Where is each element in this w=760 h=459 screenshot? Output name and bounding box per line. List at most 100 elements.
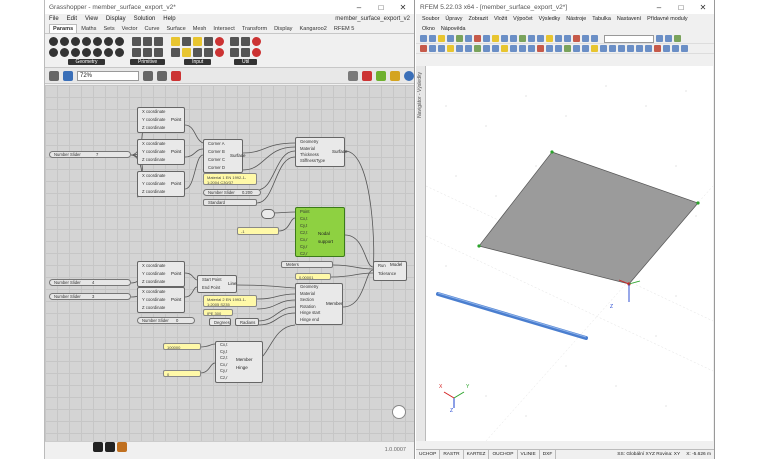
tab-params[interactable]: Params — [49, 24, 78, 33]
status-uchop[interactable]: UCHOP — [416, 449, 441, 459]
tool-icon[interactable] — [591, 45, 598, 52]
param-icon[interactable] — [49, 48, 58, 57]
section-panel[interactable]: IPE 300 — [203, 309, 233, 316]
tab-surface[interactable]: Surface — [166, 26, 186, 32]
menu-edit[interactable]: Edit — [66, 16, 78, 22]
tool-icon[interactable] — [546, 45, 553, 52]
tool-icon[interactable] — [429, 45, 436, 52]
input-icon[interactable] — [171, 48, 181, 57]
stiffness-selector[interactable]: Standard — [203, 199, 257, 206]
input-icon[interactable] — [204, 48, 214, 57]
menu-soubor[interactable]: Soubor — [422, 16, 440, 22]
tool-icon[interactable] — [438, 45, 445, 52]
material-member-panel[interactable]: Material 2 EN 1993-1-1:2005 S235 — [203, 295, 257, 307]
tool-icon[interactable] — [546, 35, 553, 42]
tab-mesh[interactable]: Mesh — [192, 26, 207, 32]
sketch-icon[interactable] — [171, 70, 181, 81]
menu-upravy[interactable]: Úpravy — [445, 16, 463, 22]
autosave-icon[interactable] — [105, 442, 115, 452]
tool-icon[interactable] — [681, 45, 688, 52]
tool-icon[interactable] — [519, 45, 526, 52]
input-icon[interactable] — [193, 48, 203, 57]
tab-transform[interactable]: Transform — [241, 26, 268, 32]
param-icon[interactable] — [104, 48, 113, 57]
update-icon[interactable] — [117, 442, 127, 452]
line-component[interactable]: Start Point End Point Line — [197, 275, 237, 293]
tool-icon[interactable] — [501, 35, 508, 42]
rfem-member-component[interactable]: Geometry Material Section Rotation Hinge… — [295, 283, 343, 325]
param-icon[interactable] — [82, 37, 91, 46]
menu-nastaveni[interactable]: Nastavení — [616, 16, 642, 22]
navigation-compass-icon[interactable] — [392, 405, 406, 419]
save-icon[interactable] — [63, 70, 73, 81]
number-slider-b[interactable]: Number Slider 3 — [49, 293, 131, 300]
status-kartez[interactable]: KARTEZ — [464, 449, 490, 459]
support-node[interactable] — [696, 201, 700, 205]
status-vlinie[interactable]: VLINIE — [518, 449, 540, 459]
input-icon[interactable] — [215, 48, 225, 57]
tab-sets[interactable]: Sets — [103, 26, 115, 32]
tool-icon[interactable] — [564, 35, 571, 42]
tab-rfem5[interactable]: RFEM 5 — [333, 26, 355, 32]
tool-icon[interactable] — [456, 35, 463, 42]
surface-from-corners[interactable]: Corner A Corner B Corner C Corner D Surf… — [203, 139, 246, 173]
tool-icon[interactable] — [420, 35, 427, 42]
tool-icon[interactable] — [537, 45, 544, 52]
menu-file[interactable]: File — [49, 16, 59, 22]
tool-icon[interactable] — [519, 35, 526, 42]
param-icon[interactable] — [143, 48, 153, 57]
menu-vypocet[interactable]: Výpočet — [513, 16, 533, 22]
tool-icon[interactable] — [438, 35, 445, 42]
tool-icon[interactable] — [591, 35, 598, 42]
param-icon[interactable] — [49, 37, 58, 46]
menu-tabulka[interactable]: Tabulka — [592, 16, 611, 22]
status-rastr[interactable]: RASTR — [440, 449, 464, 459]
param-icon[interactable] — [93, 48, 102, 57]
status-ouchop[interactable]: OUCHOP — [489, 449, 518, 459]
tool-icon[interactable] — [483, 35, 490, 42]
param-icon[interactable] — [71, 37, 80, 46]
construct-point-e[interactable]: X coordinate Y coordinate Z coordinate P… — [137, 261, 185, 287]
zoom-dropdown[interactable]: 72% — [77, 70, 139, 81]
transfer-units-selector[interactable]: Meters — [281, 261, 333, 268]
preview-icon[interactable] — [157, 70, 167, 81]
param-icon[interactable] — [60, 37, 69, 46]
tool-icon[interactable] — [456, 45, 463, 52]
degrees-component[interactable]: Degrees — [209, 318, 231, 326]
menu-zobrazit[interactable]: Zobrazit — [468, 16, 488, 22]
rfem-member[interactable] — [436, 292, 588, 340]
tool-icon[interactable] — [582, 35, 589, 42]
util-icon[interactable] — [241, 48, 251, 57]
open-icon[interactable] — [49, 70, 59, 81]
status-dxf[interactable]: DXF — [540, 449, 557, 459]
tool-icon[interactable] — [492, 45, 499, 52]
tool-icon[interactable] — [492, 35, 499, 42]
tool-icon[interactable] — [656, 35, 663, 42]
number-slider-a[interactable]: Number Slider 4 — [49, 279, 131, 286]
tool-icon[interactable] — [600, 45, 607, 52]
menu-nastroje[interactable]: Nástroje — [566, 16, 587, 22]
tool-icon[interactable] — [609, 45, 616, 52]
tool-icon[interactable] — [537, 35, 544, 42]
tool-icon[interactable] — [447, 45, 454, 52]
preview-mode-icon[interactable] — [362, 70, 372, 81]
tool-icon[interactable] — [555, 45, 562, 52]
tab-curve[interactable]: Curve — [144, 26, 160, 32]
util-icon[interactable] — [230, 37, 240, 46]
input-icon[interactable] — [182, 48, 192, 57]
construct-point-a[interactable]: X coordinate Y coordinate Z coordinate P… — [137, 107, 185, 133]
menu-napoveda[interactable]: Nápověda — [440, 26, 466, 32]
slider-icon[interactable] — [171, 37, 181, 46]
member-hinge-component[interactable]: Cx,t Cy,t Cz,t Cx,r Cy,r Cz,r Member Hin… — [215, 341, 263, 383]
support-node[interactable] — [477, 244, 481, 248]
menu-display[interactable]: Display — [105, 16, 126, 22]
tool-icon[interactable] — [528, 45, 535, 52]
tab-vector[interactable]: Vector — [121, 26, 138, 32]
rfem-3d-view[interactable]: Z Y X Z — [425, 66, 714, 442]
rfem-surface[interactable] — [478, 151, 699, 285]
thickness-slider[interactable]: Number Slider 0.200 — [203, 189, 261, 196]
param-icon[interactable] — [71, 48, 80, 57]
tool-icon[interactable] — [654, 45, 661, 52]
param-icon[interactable] — [115, 48, 124, 57]
tool-icon[interactable] — [555, 35, 562, 42]
